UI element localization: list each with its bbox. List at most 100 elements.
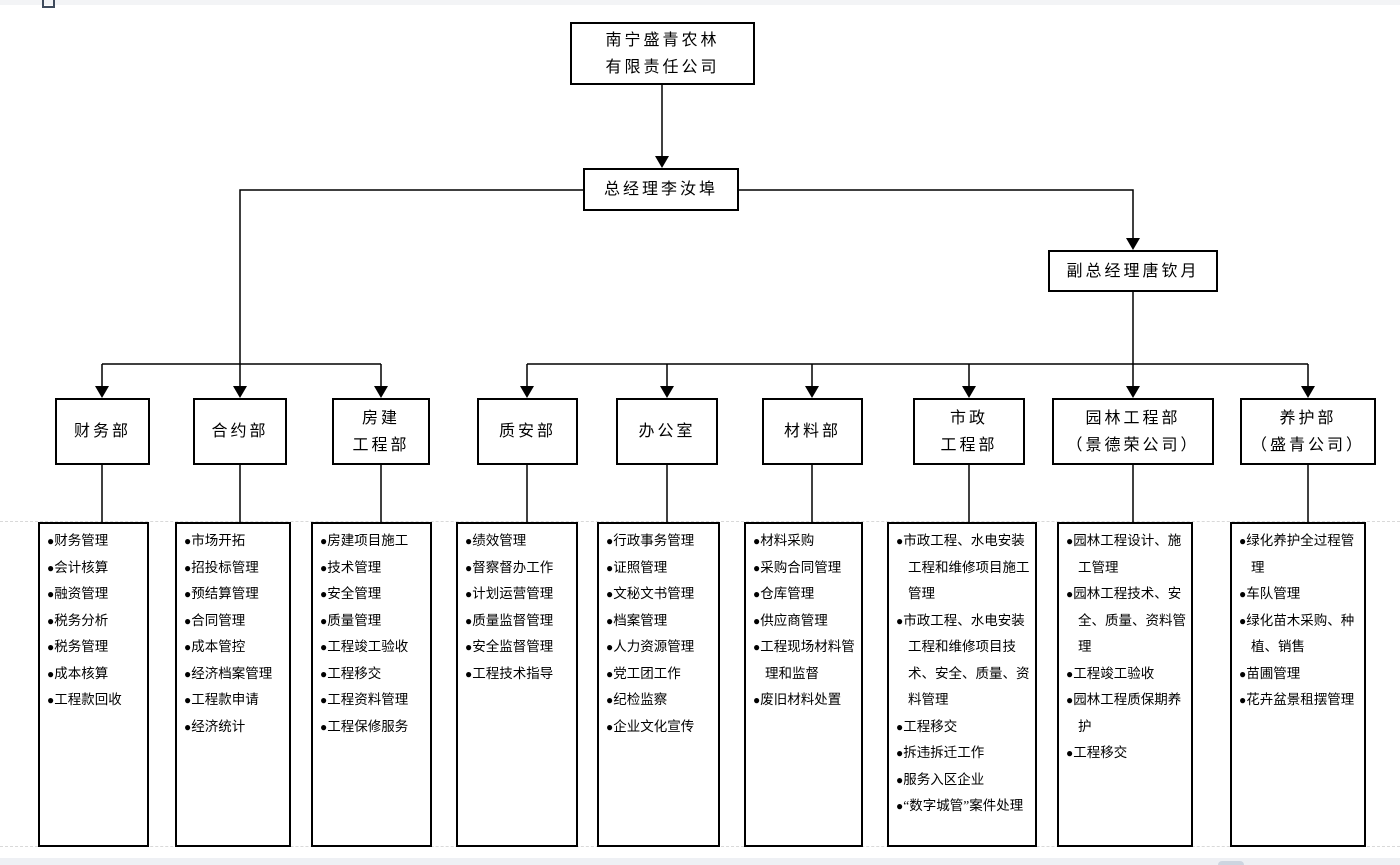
general-manager-label: 总经理李汝埠 [603, 181, 718, 198]
duty-text: 预结算管理 [191, 586, 259, 601]
duty-item: ●文秘文书管理 [606, 581, 714, 608]
duty-item: ●质量管理 [320, 608, 426, 635]
duty-item: ●工程保修服务 [320, 714, 426, 741]
dept-title-line: （景德荣公司） [1066, 436, 1200, 454]
duty-item: ●财务管理 [47, 528, 143, 555]
duty-list-maintenance: ●绿化养护全过程管理●车队管理●绿化苗木采购、种植、销售●苗圃管理●花卉盆景租摆… [1230, 522, 1366, 847]
duty-text: 车队管理 [1246, 586, 1301, 601]
duty-item: ●绿化养护全过程管理 [1239, 528, 1360, 581]
duty-item: ●融资管理 [47, 581, 143, 608]
arrow-down-icon [660, 386, 674, 398]
bullet-icon: ● [753, 613, 761, 628]
duty-item: ●工程款回收 [47, 687, 143, 714]
duty-text: 工程移交 [1073, 745, 1128, 760]
duty-text: 税务分析 [54, 612, 109, 628]
duty-text: 仓库管理 [760, 586, 815, 601]
duty-item: ●纪检监察 [606, 687, 714, 714]
dept-title-line: 养护部 [1279, 409, 1337, 427]
duty-list-landscape-engineering: ●园林工程设计、施工管理●园林工程技术、安全、质量、资料管理●工程竣工验收●园林… [1057, 522, 1193, 847]
duty-item: ●成本管控 [184, 634, 285, 661]
duty-text: 工程移交 [327, 665, 382, 681]
duty-item: ●拆违拆迁工作 [896, 740, 1031, 767]
duty-text: 质量监督管理 [472, 612, 554, 628]
dept-box-contract: 合约部 [193, 398, 287, 465]
duty-item: ●市政工程、水电安装工程和维修项目施工管理 [896, 528, 1031, 608]
dept-box-quality-safety: 质安部 [477, 398, 578, 465]
duty-text: 绿化养护全过程管理 [1246, 533, 1355, 575]
arrow-down-icon [962, 386, 976, 398]
dept-title-line: 工程部 [352, 436, 410, 454]
duty-item: ●工程移交 [1066, 740, 1187, 767]
duty-text: 安全管理 [327, 586, 382, 601]
duty-item: ●采购合同管理 [753, 555, 857, 582]
bullet-icon: ● [1066, 534, 1074, 548]
duty-item: ●工程移交 [320, 661, 426, 688]
duty-item: ●合同管理 [184, 608, 285, 635]
duty-text: 市政工程、水电安装工程和维修项目技术、安全、质量、资料管理 [903, 612, 1030, 708]
bullet-icon: ● [1066, 666, 1074, 681]
bullet-icon: ● [606, 666, 614, 681]
bullet-icon: ● [1239, 587, 1247, 601]
duty-text: 纪检监察 [613, 692, 668, 707]
scrollbar-thumb[interactable] [1218, 861, 1244, 865]
arrow-down-icon [1126, 238, 1140, 250]
duty-item: ●行政事务管理 [606, 528, 714, 555]
duty-item: ●经济统计 [184, 714, 285, 741]
bullet-icon: ● [465, 560, 473, 575]
duty-text: 计划运营管理 [472, 586, 554, 601]
duty-item: ●工程移交 [896, 714, 1031, 741]
duty-text: 财务管理 [54, 533, 109, 548]
bullet-icon: ● [465, 534, 473, 548]
bullet-icon: ● [1239, 613, 1247, 628]
duty-item: ●花卉盆景租摆管理 [1239, 687, 1360, 714]
duty-text: 企业文化宣传 [613, 718, 695, 734]
duty-item: ●税务管理 [47, 634, 143, 661]
bullet-icon: ● [753, 693, 761, 707]
duty-text: 工程款申请 [191, 692, 259, 707]
duty-list-finance: ●财务管理●会计核算●融资管理●税务分析●税务管理●成本核算●工程款回收 [38, 522, 149, 847]
duty-text: 服务入区企业 [903, 771, 985, 787]
duty-item: ●材料采购 [753, 528, 857, 555]
connector-gm-to-deputy [739, 189, 1140, 250]
duty-item: ●工程竣工验收 [1066, 661, 1187, 688]
duty-text: 经济档案管理 [191, 665, 273, 681]
bullet-icon: ● [896, 719, 904, 734]
duty-item: ●工程竣工验收 [320, 634, 426, 661]
duty-text: 工程移交 [903, 718, 958, 734]
bullet-icon: ● [1066, 746, 1074, 760]
arrow-down-icon [805, 386, 819, 398]
duty-item: ●督察督办工作 [465, 555, 572, 582]
duty-text: 行政事务管理 [613, 533, 695, 548]
general-manager-box: 总经理李汝埠 [583, 168, 739, 211]
bullet-icon: ● [47, 666, 55, 681]
duty-text: 档案管理 [613, 612, 668, 628]
bullet-icon: ● [753, 640, 761, 654]
duty-text: 绿化苗木采购、种植、销售 [1246, 612, 1355, 655]
duty-list-materials: ●材料采购●采购合同管理●仓库管理●供应商管理●工程现场材料管理和监督●废旧材料… [744, 522, 863, 847]
duty-text: 成本管控 [191, 639, 246, 654]
duty-item: ●人力资源管理 [606, 634, 714, 661]
duty-item: ●园林工程设计、施工管理 [1066, 528, 1187, 581]
duty-item: ●企业文化宣传 [606, 714, 714, 741]
duty-text: 证照管理 [613, 559, 668, 575]
duty-text: 市政工程、水电安装工程和维修项目施工管理 [903, 533, 1030, 601]
duty-text: 人力资源管理 [613, 639, 695, 654]
bullet-icon: ● [465, 640, 473, 654]
deputy-general-manager-box: 副总经理唐钦月 [1048, 250, 1218, 292]
duty-text: 园林工程质保期养护 [1073, 692, 1182, 734]
bullet-icon: ● [320, 719, 328, 734]
bullet-icon: ● [606, 640, 614, 654]
connector-line [739, 189, 1134, 239]
bullet-icon: ● [184, 666, 192, 681]
duty-list-contract: ●市场开拓●招投标管理●预结算管理●合同管理●成本管控●经济档案管理●工程款申请… [175, 522, 291, 847]
bullet-icon: ● [465, 613, 473, 628]
dept-box-maintenance: 养护部（盛青公司） [1240, 398, 1376, 465]
bullet-icon: ● [465, 666, 473, 681]
duty-item: ●园林工程质保期养护 [1066, 687, 1187, 740]
duty-text: 税务管理 [54, 639, 109, 654]
bullet-icon: ● [320, 613, 328, 628]
bullet-icon: ● [606, 587, 614, 601]
bullet-icon: ● [465, 587, 473, 601]
duty-item: ●工程技术指导 [465, 661, 572, 688]
dept-box-office: 办公室 [616, 398, 718, 465]
